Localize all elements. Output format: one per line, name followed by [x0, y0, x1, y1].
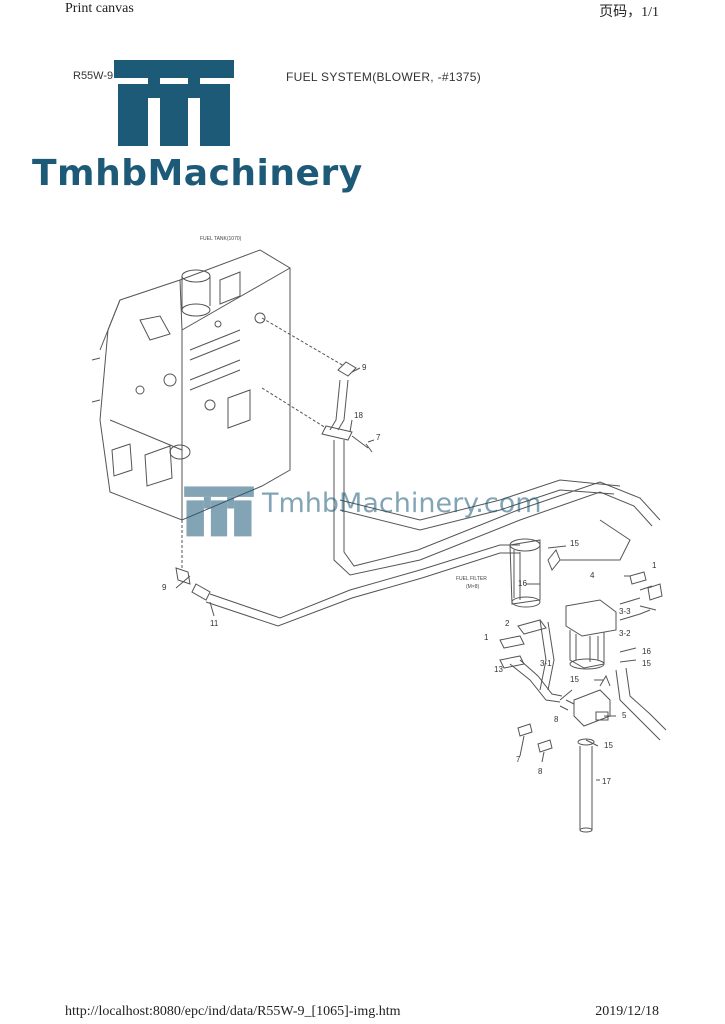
- callout-16-a: 16: [518, 579, 527, 588]
- callout-2: 2: [505, 619, 510, 628]
- callout-15-c: 15: [570, 675, 579, 684]
- fuel-filter-upper: [509, 538, 541, 608]
- tank-label: FUEL TANK(1070): [200, 236, 242, 242]
- callout-3-1: 3-1: [540, 659, 552, 668]
- callout-17: 17: [602, 777, 611, 786]
- brand-logo: [114, 60, 234, 146]
- callout-1-right: 1: [652, 561, 657, 570]
- callout-16-b: 16: [642, 647, 651, 656]
- callout-13: 13: [494, 665, 503, 674]
- callout-15-a: 15: [570, 539, 579, 548]
- callout-9-lower: 9: [162, 583, 167, 592]
- callout-8-lower: 8: [538, 767, 543, 776]
- callout-11: 11: [210, 619, 219, 628]
- callout-15-d: 15: [604, 741, 613, 750]
- filter-label-spec: (M×8): [466, 584, 480, 590]
- fuel-tank: [91, 249, 291, 521]
- callout-7-lower: 7: [516, 755, 521, 764]
- callout-3-3: 3-3: [619, 607, 631, 616]
- diagram-title: FUEL SYSTEM(BLOWER, -#1375): [286, 70, 482, 84]
- print-header-title: Print canvas: [65, 1, 134, 16]
- print-footer-url: http://localhost:8080/epc/ind/data/R55W-…: [65, 1004, 401, 1019]
- brand-name: TmhbMachinery: [32, 153, 363, 194]
- watermark-logo: [184, 486, 254, 537]
- callout-7: 7: [376, 433, 381, 442]
- watermark-url: TmhbMachinery.com: [262, 488, 542, 519]
- callout-3-2: 3-2: [619, 629, 631, 638]
- model-label: R55W-9: [73, 70, 114, 82]
- callout-15-b: 15: [642, 659, 651, 668]
- callout-8: 8: [554, 715, 559, 724]
- callout-4: 4: [590, 571, 595, 580]
- callout-18: 18: [354, 411, 363, 420]
- filter-label: FUEL FILTER: [456, 576, 487, 582]
- print-header-page: 页码，1/1: [599, 5, 659, 20]
- fuel-filter-main: [565, 599, 617, 670]
- print-footer-date: 2019/12/18: [595, 1004, 659, 1019]
- callout-9: 9: [362, 363, 367, 372]
- callout-1: 1: [484, 633, 489, 642]
- callout-5: 5: [622, 711, 627, 720]
